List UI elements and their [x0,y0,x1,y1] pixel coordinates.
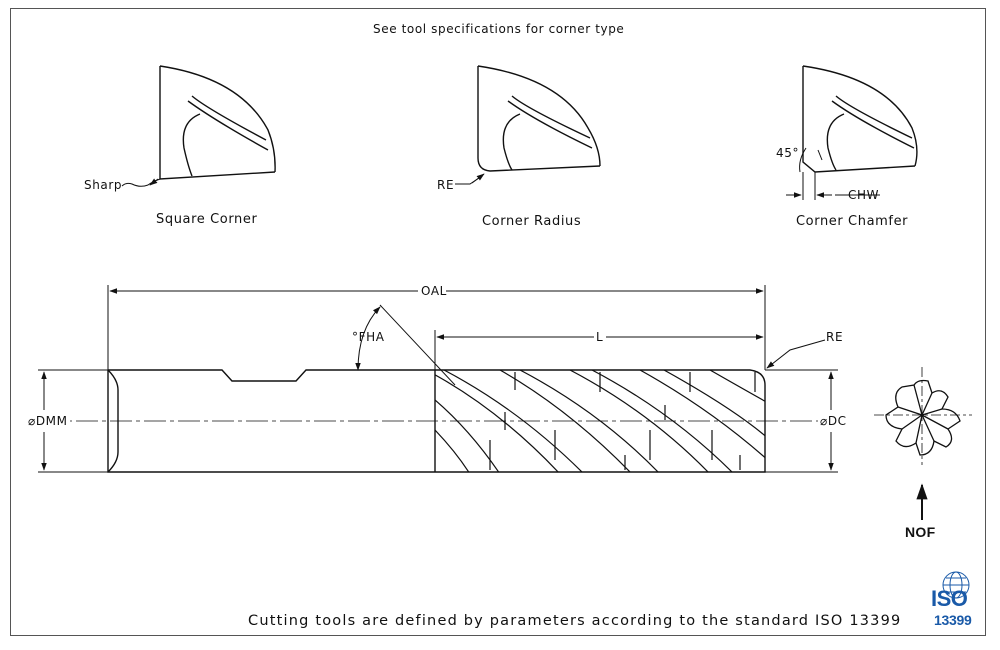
helical-flutes [435,370,765,472]
oal-dimension [107,285,766,370]
chamfer-angle-label: 45° [776,146,800,160]
oal-label: OAL [421,284,447,298]
iso-logo-text: ISO [931,586,968,611]
dmm-dimension [38,369,108,473]
fha-dimension [355,304,456,386]
l-label: L [596,330,604,344]
iso-globe-mark [942,571,970,599]
chw-label: CHW [848,188,880,202]
corner-radius-detail [455,65,601,185]
nof-label: NOF [905,524,936,540]
sharp-leader [149,178,159,186]
dmm-label: ⌀DMM [26,414,70,428]
corner-radius-caption: Corner Radius [482,214,582,229]
header-note: See tool specifications for corner type [373,22,625,36]
end-mill-side-view [107,369,766,473]
square-corner-detail [121,65,276,187]
fha-label: °FHA [352,330,385,344]
end-view-flutes [874,367,972,465]
sharp-label: Sharp [84,178,123,192]
dc-dimension [765,369,838,473]
iso-logo: ISO 13399 [928,568,986,634]
re-corner-label: RE [437,178,455,192]
footer-text: Cutting tools are defined by parameters … [248,613,902,629]
iso-logo-number: 13399 [934,612,972,628]
drawing-frame [10,8,986,636]
square-corner-caption: Square Corner [156,212,258,227]
re-label: RE [826,330,844,344]
corner-chamfer-detail [786,65,918,200]
dc-label: ⌀DC [818,414,849,428]
corner-chamfer-caption: Corner Chamfer [796,214,909,229]
